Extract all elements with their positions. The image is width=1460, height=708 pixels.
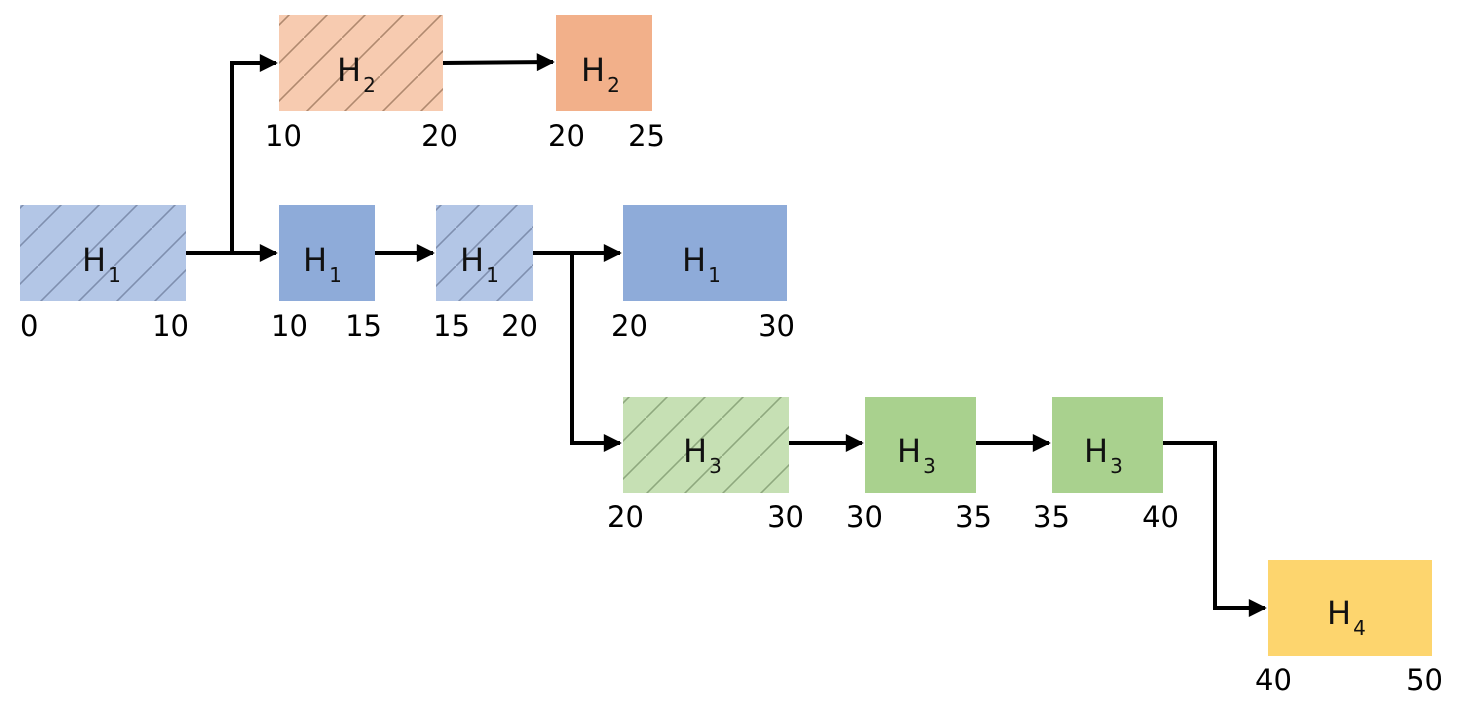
arrow-n9-to-n10 bbox=[1163, 441, 1267, 617]
arrow-n2-to-n3 bbox=[442, 53, 555, 72]
hatch-overlay bbox=[436, 205, 533, 301]
node-box bbox=[1268, 560, 1432, 656]
hatch-overlay bbox=[20, 205, 186, 301]
range-end: 50 bbox=[1406, 663, 1443, 697]
range-start: 15 bbox=[433, 309, 470, 343]
range-start: 10 bbox=[271, 309, 308, 343]
range-start: 20 bbox=[548, 119, 585, 153]
node-box bbox=[1052, 397, 1163, 493]
range-start: 40 bbox=[1255, 663, 1292, 697]
range-end: 35 bbox=[955, 500, 992, 534]
node-box bbox=[865, 397, 976, 493]
range-end: 20 bbox=[421, 119, 458, 153]
hatch-overlay bbox=[623, 397, 789, 493]
range-start: 20 bbox=[611, 309, 648, 343]
range-end: 30 bbox=[767, 500, 804, 534]
node-box bbox=[279, 205, 375, 301]
range-end: 30 bbox=[758, 309, 795, 343]
range-end: 10 bbox=[152, 309, 189, 343]
arrow-n1-to-n2 bbox=[186, 54, 278, 255]
range-start: 35 bbox=[1033, 500, 1070, 534]
range-start: 20 bbox=[607, 500, 644, 534]
arrow-n5-to-n7 bbox=[533, 251, 622, 452]
range-end: 15 bbox=[345, 309, 382, 343]
range-end: 20 bbox=[501, 309, 538, 343]
node-box bbox=[556, 15, 652, 111]
range-end: 25 bbox=[628, 119, 665, 153]
range-start: 10 bbox=[265, 119, 302, 153]
edges bbox=[186, 53, 1267, 617]
range-end: 40 bbox=[1142, 500, 1179, 534]
hatch-overlay bbox=[279, 15, 443, 111]
node-box bbox=[623, 205, 787, 301]
range-start: 30 bbox=[846, 500, 883, 534]
range-start: 0 bbox=[20, 309, 38, 343]
